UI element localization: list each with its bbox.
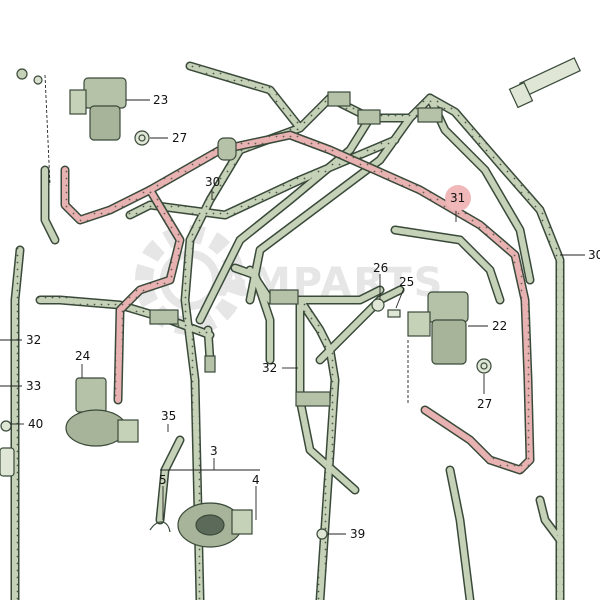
hose-texture-layer [12,63,563,600]
callout-27-lower[interactable]: 27 [477,397,492,411]
callout-25[interactable]: 25 [399,275,414,289]
callout-4[interactable]: 4 [252,473,260,487]
callout-3[interactable]: 3 [210,444,218,458]
hose-outline-layer [10,61,565,600]
hose-connector-icon [327,91,381,125]
solenoid-valve-icon [16,68,127,141]
hose-connector-icon [295,391,331,407]
hose-connector-icon [417,107,443,123]
pressure-converter-icon [65,377,139,447]
hose-fill-layer [12,63,563,600]
callout-30-right[interactable]: 30 [588,248,600,262]
solenoid-valve-icon [407,291,469,365]
cap-nut-icon [316,528,328,540]
callout-32-center[interactable]: 32 [262,361,277,375]
cap-nut-icon [0,420,15,477]
callout-labels: 23 27 30 31 30 26 25 22 27 32 33 40 24 3… [26,93,600,541]
t-fitting-icon [508,57,581,109]
callout-39[interactable]: 39 [350,527,365,541]
callout-24[interactable]: 24 [75,349,90,363]
callout-highlight-31 [445,185,471,211]
callout-5[interactable]: 5 [159,473,167,487]
callout-27[interactable]: 27 [172,131,187,145]
callout-30[interactable]: 30 [205,175,220,189]
red-hoses-part-31 [60,130,535,475]
callout-22[interactable]: 22 [492,319,507,333]
callout-32[interactable]: 32 [26,333,41,347]
valve-assembly-icon [149,502,253,548]
red-hose-texture [62,132,533,473]
hose-connector-icon [269,289,299,305]
callout-23[interactable]: 23 [153,93,168,107]
fittings [149,91,443,407]
callout-26[interactable]: 26 [373,261,388,275]
leader-lines [0,74,585,535]
green-hoses [10,61,565,600]
hose-connector-icon [217,137,237,161]
cap-nut-icon [371,298,401,318]
hose-connector-icon [204,355,216,373]
callout-40[interactable]: 40 [28,417,43,431]
callout-31[interactable]: 31 [450,191,465,205]
cap-nut-icon [476,358,492,374]
callout-35[interactable]: 35 [161,409,176,423]
hose-connector-icon [149,309,179,325]
cap-nut-icon [134,130,150,146]
callout-33[interactable]: 33 [26,379,41,393]
